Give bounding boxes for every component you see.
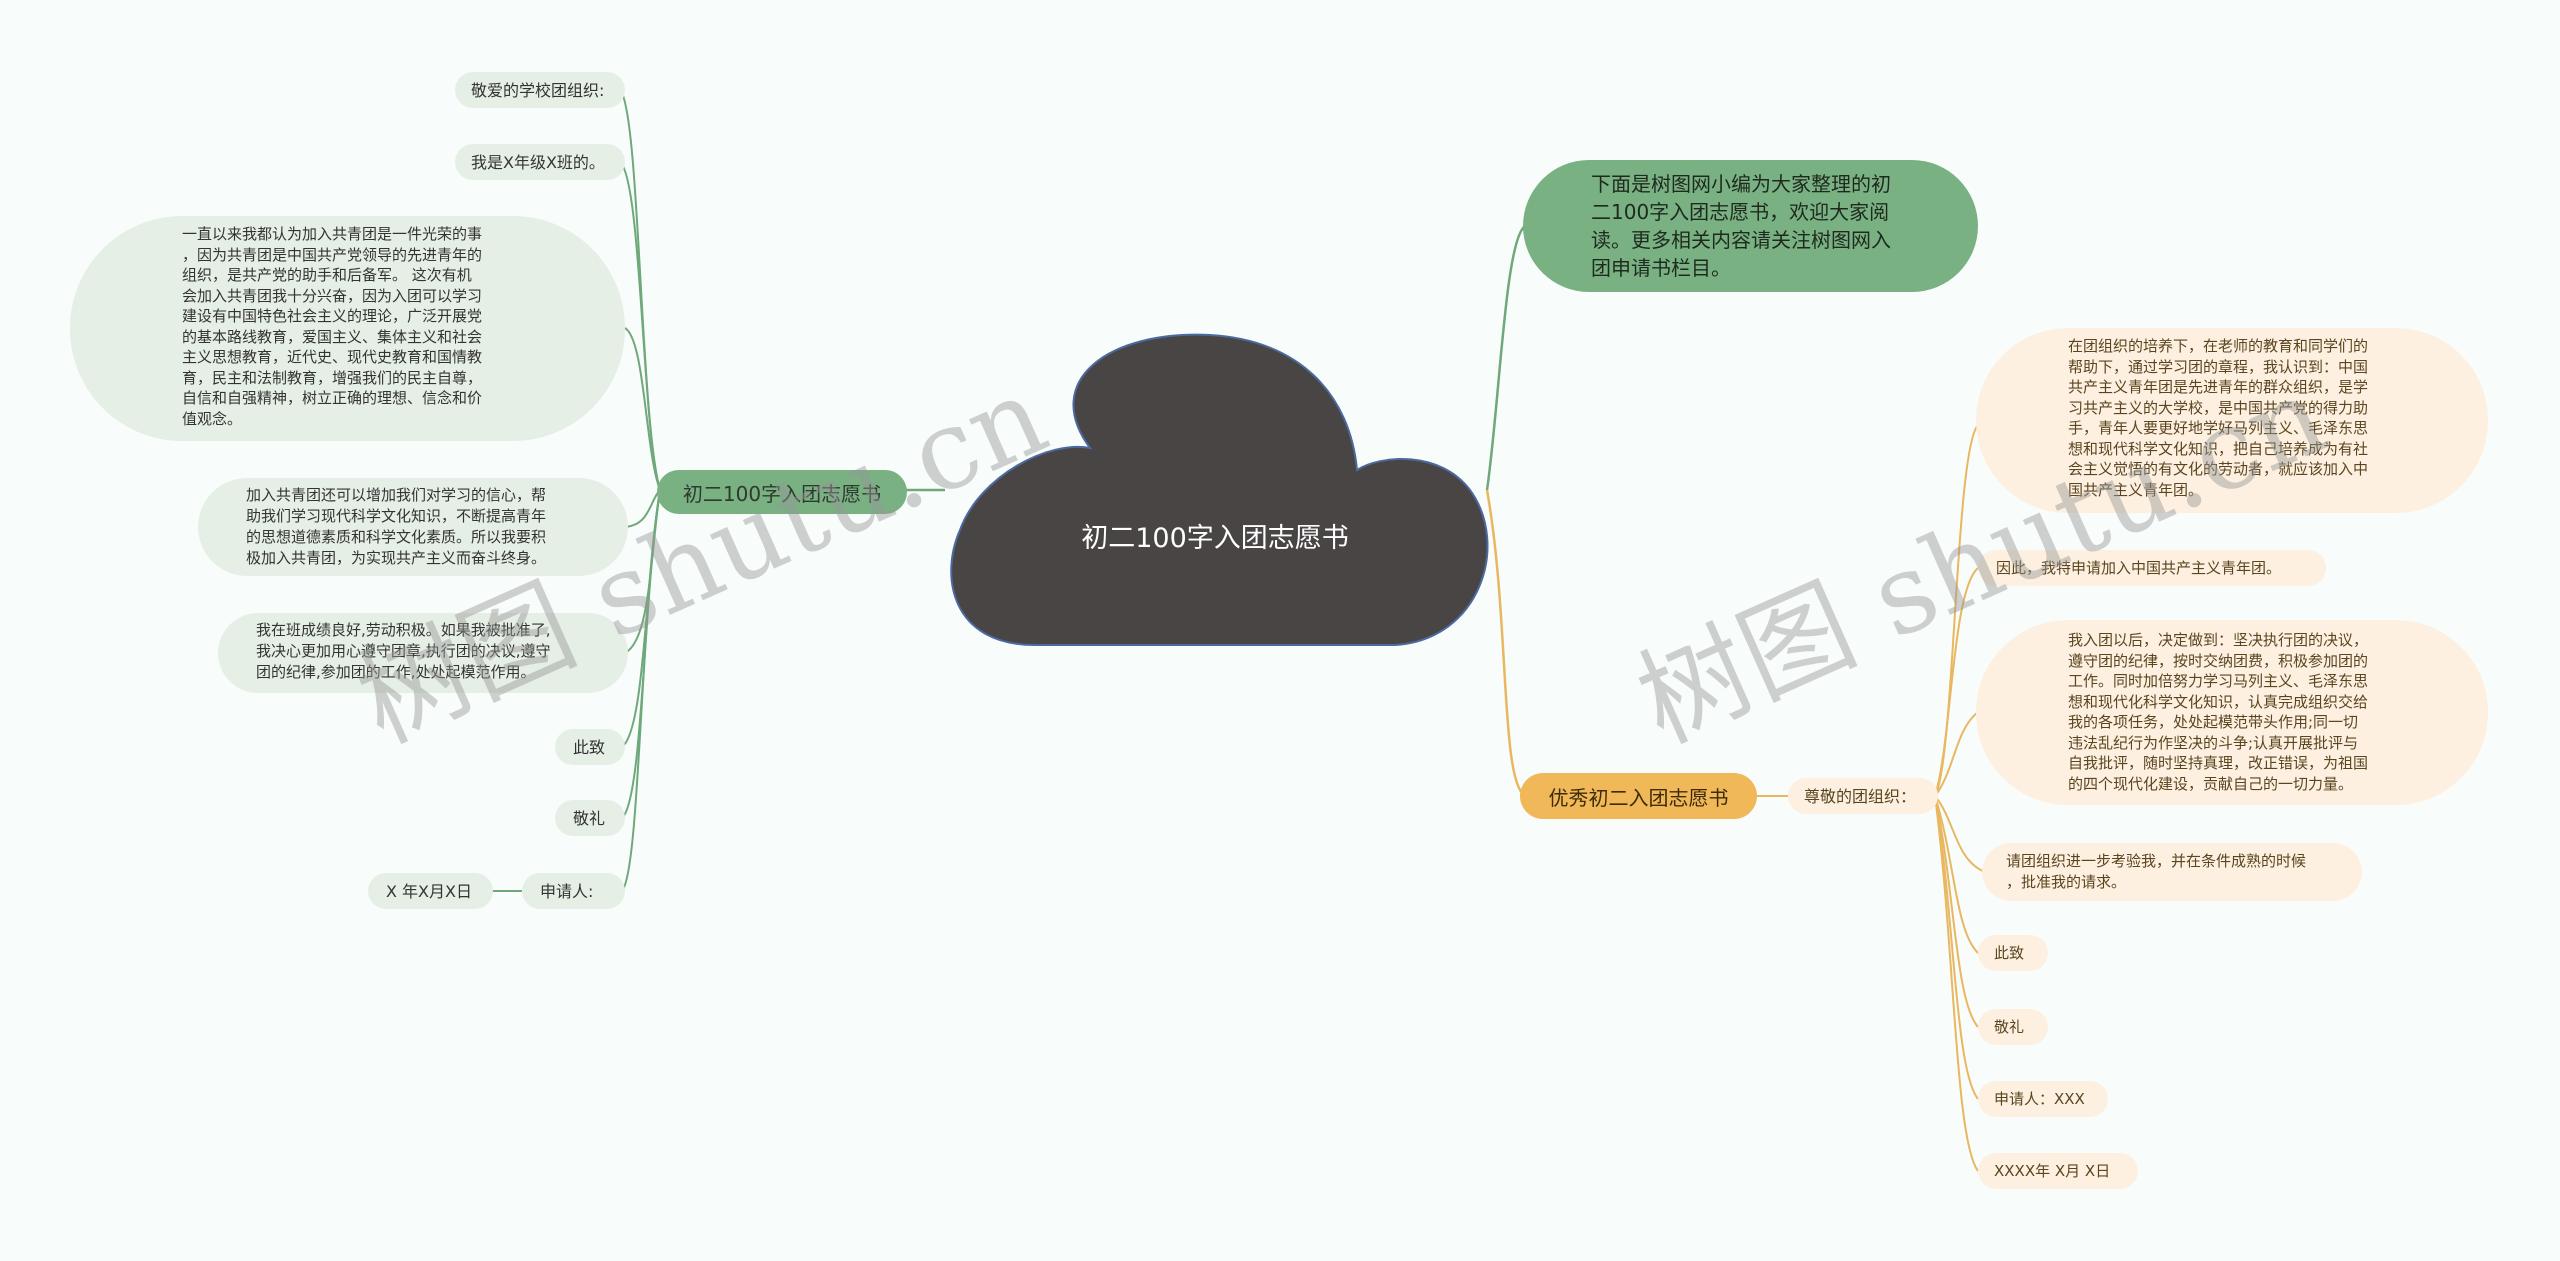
left-leaf-8[interactable]: 申请人:	[522, 873, 625, 909]
left-leaf-5[interactable]: 我在班成绩良好,劳动积极。如果我被批准了, 我决心更加用心遵守团章,执行团的决议…	[218, 613, 628, 693]
left-leaf-4[interactable]: 加入共青团还可以增加我们对学习的信心，帮 助我们学习现代科学文化知识，不断提高青…	[198, 478, 628, 576]
central-topic[interactable]: 初二100字入团志愿书	[940, 440, 1490, 630]
right-leaf-1[interactable]: 在团组织的培养下，在老师的教育和同学们的 帮助下，通过学习团的章程，我认识到：中…	[1976, 328, 2488, 513]
left-leaf-6[interactable]: 此致	[555, 729, 625, 765]
right-leaf-2[interactable]: 因此，我特申请加入中国共产主义青年团。	[1978, 550, 2326, 586]
left-leaf-7[interactable]: 敬礼	[555, 800, 625, 836]
left-branch-node[interactable]: 初二100字入团志愿书	[657, 470, 907, 514]
intro-node[interactable]: 下面是树图网小编为大家整理的初 二100字入团志愿书，欢迎大家阅 读。更多相关内…	[1523, 160, 1978, 292]
cloud-shape	[950, 333, 1489, 646]
right-leaf-8[interactable]: XXXX年 X月 X日	[1978, 1153, 2138, 1189]
right-leaf-4[interactable]: 请团组织进一步考验我，并在条件成熟的时候 ，批准我的请求。	[1982, 843, 2362, 901]
right-leaf-7[interactable]: 申请人：XXX	[1978, 1081, 2108, 1117]
link-center-intro	[1485, 224, 1526, 491]
right-leaf-3[interactable]: 我入团以后，决定做到：坚决执行团的决议， 遵守团的纪律，按时交纳团费，积极参加团…	[1976, 620, 2488, 805]
right-leaf-5[interactable]: 此致	[1978, 935, 2048, 971]
left-leaf-1[interactable]: 敬爱的学校团组织:	[455, 72, 625, 108]
left-leaf-date[interactable]: X 年X月X日	[368, 873, 493, 909]
right-hub-node[interactable]: 尊敬的团组织：	[1788, 778, 1938, 814]
central-topic-label: 初二100字入团志愿书	[1081, 522, 1349, 554]
left-leaf-2[interactable]: 我是X年级X班的。	[455, 144, 625, 180]
left-leaf-3[interactable]: 一直以来我都认为加入共青团是一件光荣的事 ，因为共青团是中国共产党领导的先进青年…	[70, 216, 625, 441]
right-branch-node[interactable]: 优秀初二入团志愿书	[1520, 773, 1757, 819]
right-leaf-6[interactable]: 敬礼	[1978, 1009, 2048, 1045]
link-center-right-branch	[1485, 489, 1526, 798]
